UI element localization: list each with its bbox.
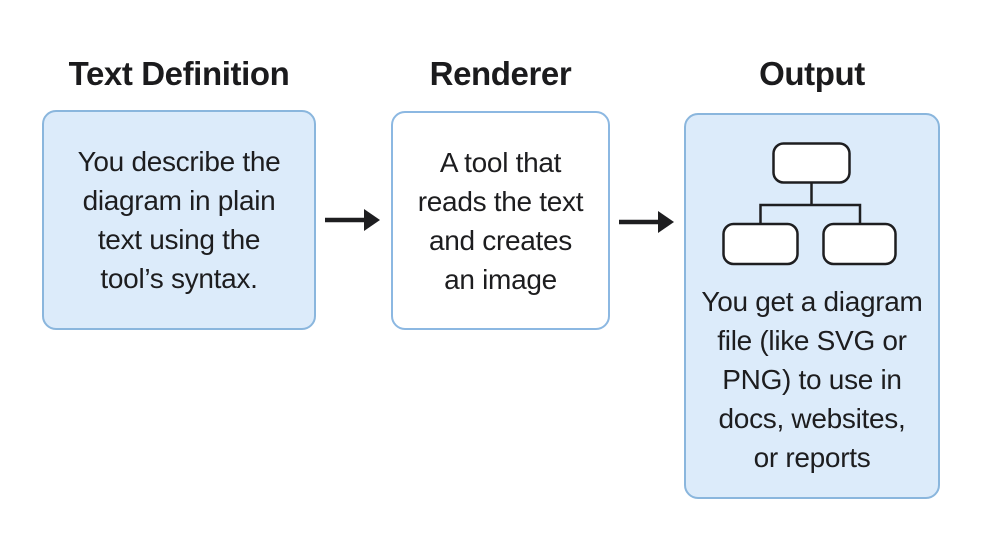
arrow-right-icon [325, 209, 380, 231]
arrow-right-icon [619, 211, 674, 233]
text-definition-box: You describe the diagram in plain text u… [42, 110, 316, 330]
output-description: You get a diagram file (like SVG or PNG)… [701, 286, 923, 473]
heading-output: Output [759, 55, 865, 92]
heading-text-definition: Text Definition [68, 55, 290, 92]
renderer-description: A tool that reads the text and creates a… [417, 146, 584, 295]
renderer-box: A tool that reads the text and creates a… [391, 111, 610, 330]
text-definition-description: You describe the diagram in plain text u… [77, 146, 281, 294]
heading-renderer: Renderer [429, 55, 572, 92]
org-chart-icon [722, 142, 897, 266]
output-box: You get a diagram file (like SVG or PNG)… [684, 113, 940, 499]
